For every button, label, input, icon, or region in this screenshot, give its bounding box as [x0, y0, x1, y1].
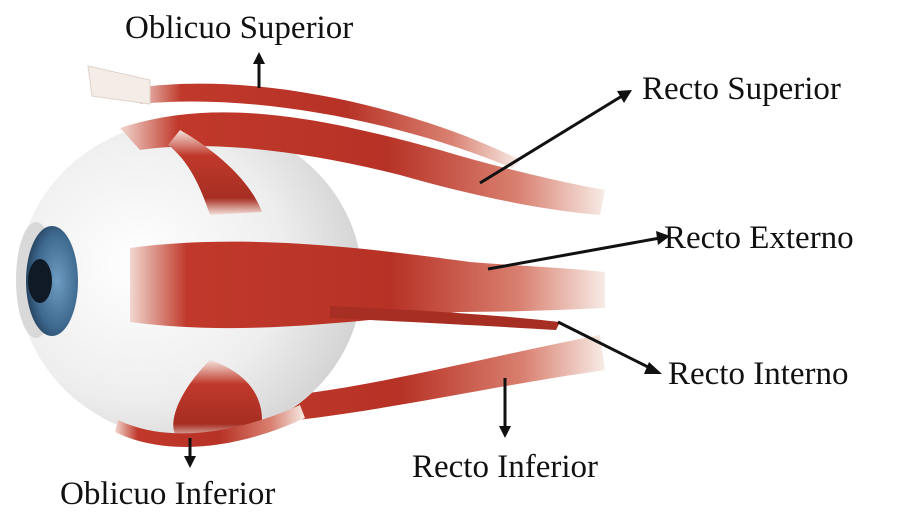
recto-superior-insertion	[168, 130, 262, 215]
label-oblicuo-inferior: Oblicuo Inferior	[60, 476, 276, 512]
oblicuo-superior-muscle	[135, 83, 520, 168]
arrow-recto-externo	[487, 236, 661, 271]
annotation-arrows	[188, 60, 661, 458]
recto-externo-muscle	[130, 241, 605, 329]
oblicuo-inferior-band	[115, 405, 305, 447]
recto-superior-muscle	[120, 112, 605, 215]
arrowhead-oblicuo-superior	[253, 52, 265, 64]
label-recto-inferior: Recto Inferior	[412, 449, 598, 485]
arrowhead-recto-superior	[617, 90, 632, 103]
arrowhead-recto-inferior	[499, 426, 511, 438]
label-recto-superior: Recto Superior	[642, 71, 841, 107]
arrowhead-oblicuo-inferior	[184, 456, 196, 468]
arrow-recto-interno	[557, 320, 653, 371]
arrow-recto-superior	[479, 94, 623, 185]
recto-interno-muscle	[330, 306, 560, 330]
arrowhead-recto-externo	[656, 231, 670, 245]
pupil	[28, 259, 52, 303]
oblicuo-superior-tendon	[87, 65, 151, 105]
arrowhead-recto-interno	[644, 362, 662, 374]
oblicuo-inferior-muscle	[173, 360, 262, 440]
arrowheads	[184, 52, 670, 468]
label-recto-interno: Recto Interno	[668, 356, 849, 392]
label-oblicuo-superior: Oblicuo Superior	[125, 10, 354, 46]
label-recto-externo: Recto Externo	[664, 220, 854, 256]
